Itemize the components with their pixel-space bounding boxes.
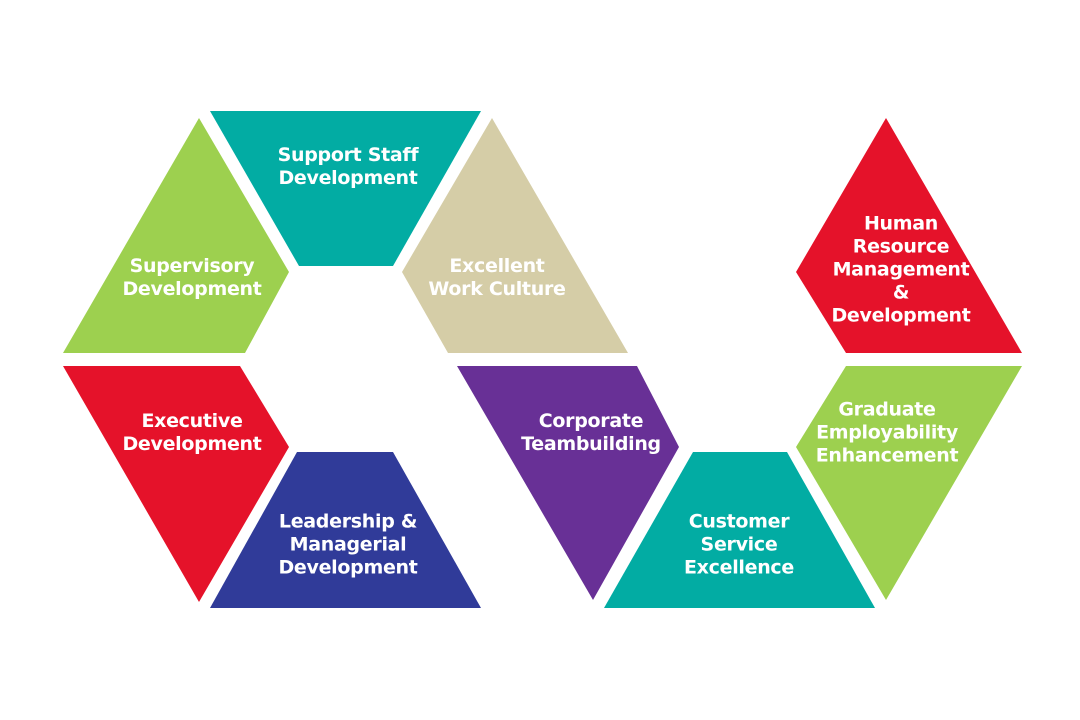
label-line: Development: [122, 433, 262, 455]
segment-label-support-staff: Support Staff Development: [278, 144, 419, 190]
label-line: Managerial: [289, 533, 407, 556]
segment-shape-corporate-teambuilding: [457, 366, 679, 600]
segment-shape-graduate-employability: [796, 366, 1022, 600]
segment-label-executive: Executive Development: [122, 410, 261, 456]
label-line: Employability: [816, 421, 958, 444]
segment-label-corporate-teambuilding: Corporate Teambuilding: [521, 410, 661, 456]
label-line: Graduate: [838, 398, 936, 421]
label-line: Management: [832, 258, 970, 281]
segment-shape-supervisory: [63, 118, 289, 353]
segment-shape-support-staff: [210, 111, 481, 266]
label-line: Work Culture: [428, 278, 566, 300]
label-line: Excellence: [684, 556, 794, 579]
segment-label-graduate-employability: Graduate Employability Enhancement: [816, 399, 959, 468]
label-line: Human: [863, 212, 939, 235]
segment-label-supervisory: Supervisory Development: [122, 255, 261, 301]
label-line: Resource: [852, 235, 950, 258]
label-line: Customer: [688, 510, 790, 533]
label-line: Leadership &: [278, 510, 418, 533]
segment-shape-excellent-work-culture: [402, 118, 628, 353]
segment-shape-executive: [63, 366, 289, 602]
segment-label-human-resource: Human Resource Management & Development: [831, 213, 970, 328]
segment-label-customer-service: Customer Service Excellence: [684, 511, 794, 580]
label-line: Excellent: [449, 255, 545, 277]
label-line: Development: [278, 556, 418, 579]
label-line: &: [892, 281, 910, 304]
label-line: Service: [700, 533, 778, 556]
segment-shape-customer-service: [604, 452, 875, 608]
label-line: Development: [278, 167, 418, 189]
label-line: Executive: [141, 410, 243, 432]
label-line: Development: [122, 278, 262, 300]
label-line: Supervisory: [129, 255, 255, 277]
label-line: Development: [831, 304, 971, 327]
segment-shape-leadership: [210, 452, 481, 608]
segment-shape-human-resource: [796, 118, 1022, 353]
segment-label-leadership: Leadership & Managerial Development: [278, 511, 417, 580]
label-line: Support Staff: [277, 144, 419, 166]
label-line: Enhancement: [815, 444, 959, 467]
segment-label-excellent-work-culture: Excellent Work Culture: [428, 255, 566, 301]
label-line: Corporate: [538, 410, 644, 432]
label-line: Teambuilding: [521, 433, 661, 455]
